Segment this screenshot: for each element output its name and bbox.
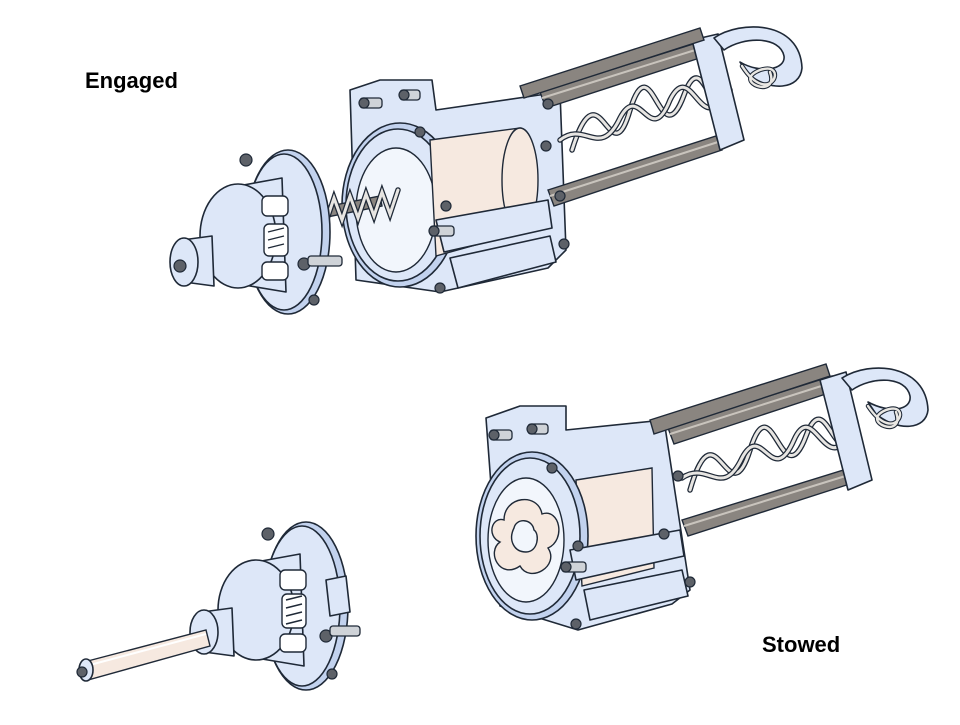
engaged-label: Engaged bbox=[85, 68, 178, 93]
stowed-label: Stowed bbox=[762, 632, 841, 657]
engaged-housing-bolts bbox=[358, 89, 570, 294]
engaged-front-rods bbox=[519, 27, 705, 99]
engaged-guide-rods bbox=[539, 39, 723, 207]
engaged-end-plate bbox=[542, 26, 803, 202]
stowed-hub-assembly bbox=[76, 521, 361, 691]
engaged-housing bbox=[341, 79, 567, 293]
stowed-housing-assembly bbox=[475, 363, 929, 631]
engaged-assembly bbox=[169, 26, 803, 315]
engaged-hub bbox=[169, 149, 343, 315]
